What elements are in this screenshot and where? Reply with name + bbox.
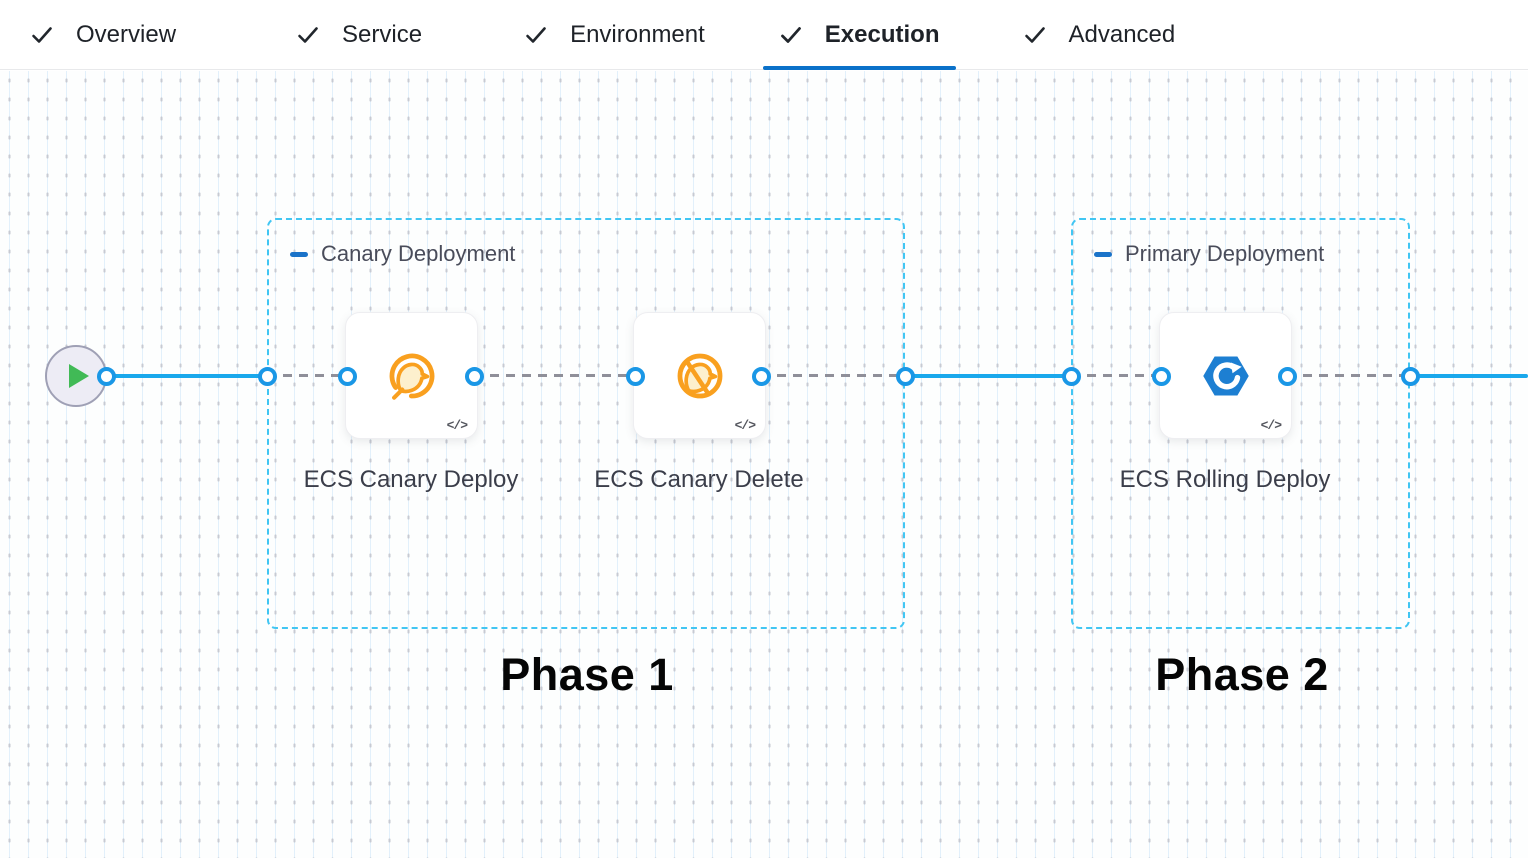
tab-label: Environment xyxy=(570,20,705,48)
connector-port[interactable] xyxy=(1151,366,1171,386)
ecs-canary-deploy-icon xyxy=(389,353,434,400)
connector-line-dashed xyxy=(1287,374,1410,377)
tab-execution[interactable]: Execution xyxy=(762,0,956,70)
check-icon xyxy=(1024,26,1045,43)
pipeline-canvas[interactable]: Canary Deployment Primary Deployment </> xyxy=(0,71,1528,858)
connector-port[interactable] xyxy=(895,366,915,386)
collapse-minus-icon[interactable] xyxy=(1094,251,1112,257)
tab-label: Advanced xyxy=(1068,20,1176,48)
tab-overview[interactable]: Overview xyxy=(14,0,192,69)
check-icon xyxy=(298,26,318,43)
step-card-ecs-rolling-deploy[interactable]: </> xyxy=(1159,312,1292,439)
stage-group-primary-deployment: Primary Deployment xyxy=(1071,218,1410,629)
connector-line-dashed xyxy=(1071,374,1161,377)
connector-port[interactable] xyxy=(751,366,771,386)
connector-port[interactable] xyxy=(1277,366,1297,386)
play-icon xyxy=(69,364,89,388)
ecs-rolling-deploy-icon xyxy=(1202,356,1249,395)
connector-line-dashed xyxy=(267,374,347,377)
phase-2-label: Phase 2 xyxy=(1155,649,1329,700)
connector-port[interactable] xyxy=(257,366,277,386)
stage-group-header: Canary Deployment xyxy=(290,241,515,267)
connector-line-dashed xyxy=(761,374,905,377)
connector-port[interactable] xyxy=(464,366,484,386)
code-icon: </> xyxy=(734,418,756,433)
phase-1-label: Phase 1 xyxy=(500,649,674,700)
stage-group-title: Primary Deployment xyxy=(1125,241,1325,266)
tab-advanced[interactable]: Advanced xyxy=(1007,0,1192,69)
stage-group-header: Primary Deployment xyxy=(1094,241,1324,267)
setup-tab-bar: Overview Service Environment Execution A… xyxy=(0,0,1528,70)
step-label: ECS Rolling Deploy xyxy=(1119,466,1331,493)
code-icon: </> xyxy=(1260,418,1282,433)
collapse-minus-icon[interactable] xyxy=(290,251,308,257)
tab-label: Overview xyxy=(76,20,177,48)
tab-service[interactable]: Service xyxy=(280,0,438,69)
connector-line xyxy=(106,374,267,378)
step-card-ecs-canary-delete[interactable]: </> xyxy=(633,312,766,439)
check-icon xyxy=(526,26,546,43)
step-label: ECS Canary Delete xyxy=(594,466,804,493)
connector-line xyxy=(905,374,1071,378)
connector-line-dashed xyxy=(474,374,635,377)
check-icon xyxy=(780,26,801,43)
stage-group-title: Canary Deployment xyxy=(321,241,516,266)
connector-port[interactable] xyxy=(1400,366,1420,386)
code-icon: </> xyxy=(446,418,468,433)
step-label: ECS Canary Deploy xyxy=(303,466,519,493)
ecs-canary-delete-icon xyxy=(677,353,722,398)
tab-label: Execution xyxy=(824,20,940,48)
connector-port[interactable] xyxy=(96,366,116,386)
tab-environment[interactable]: Environment xyxy=(508,0,721,69)
step-card-ecs-canary-deploy[interactable]: </> xyxy=(345,312,478,439)
stage-group-canary-deployment: Canary Deployment xyxy=(267,218,905,629)
connector-port[interactable] xyxy=(1061,366,1081,386)
connector-port[interactable] xyxy=(625,366,645,386)
connector-line xyxy=(1410,374,1528,378)
check-icon xyxy=(32,26,52,43)
connector-port[interactable] xyxy=(337,366,357,386)
tab-label: Service xyxy=(342,20,423,48)
